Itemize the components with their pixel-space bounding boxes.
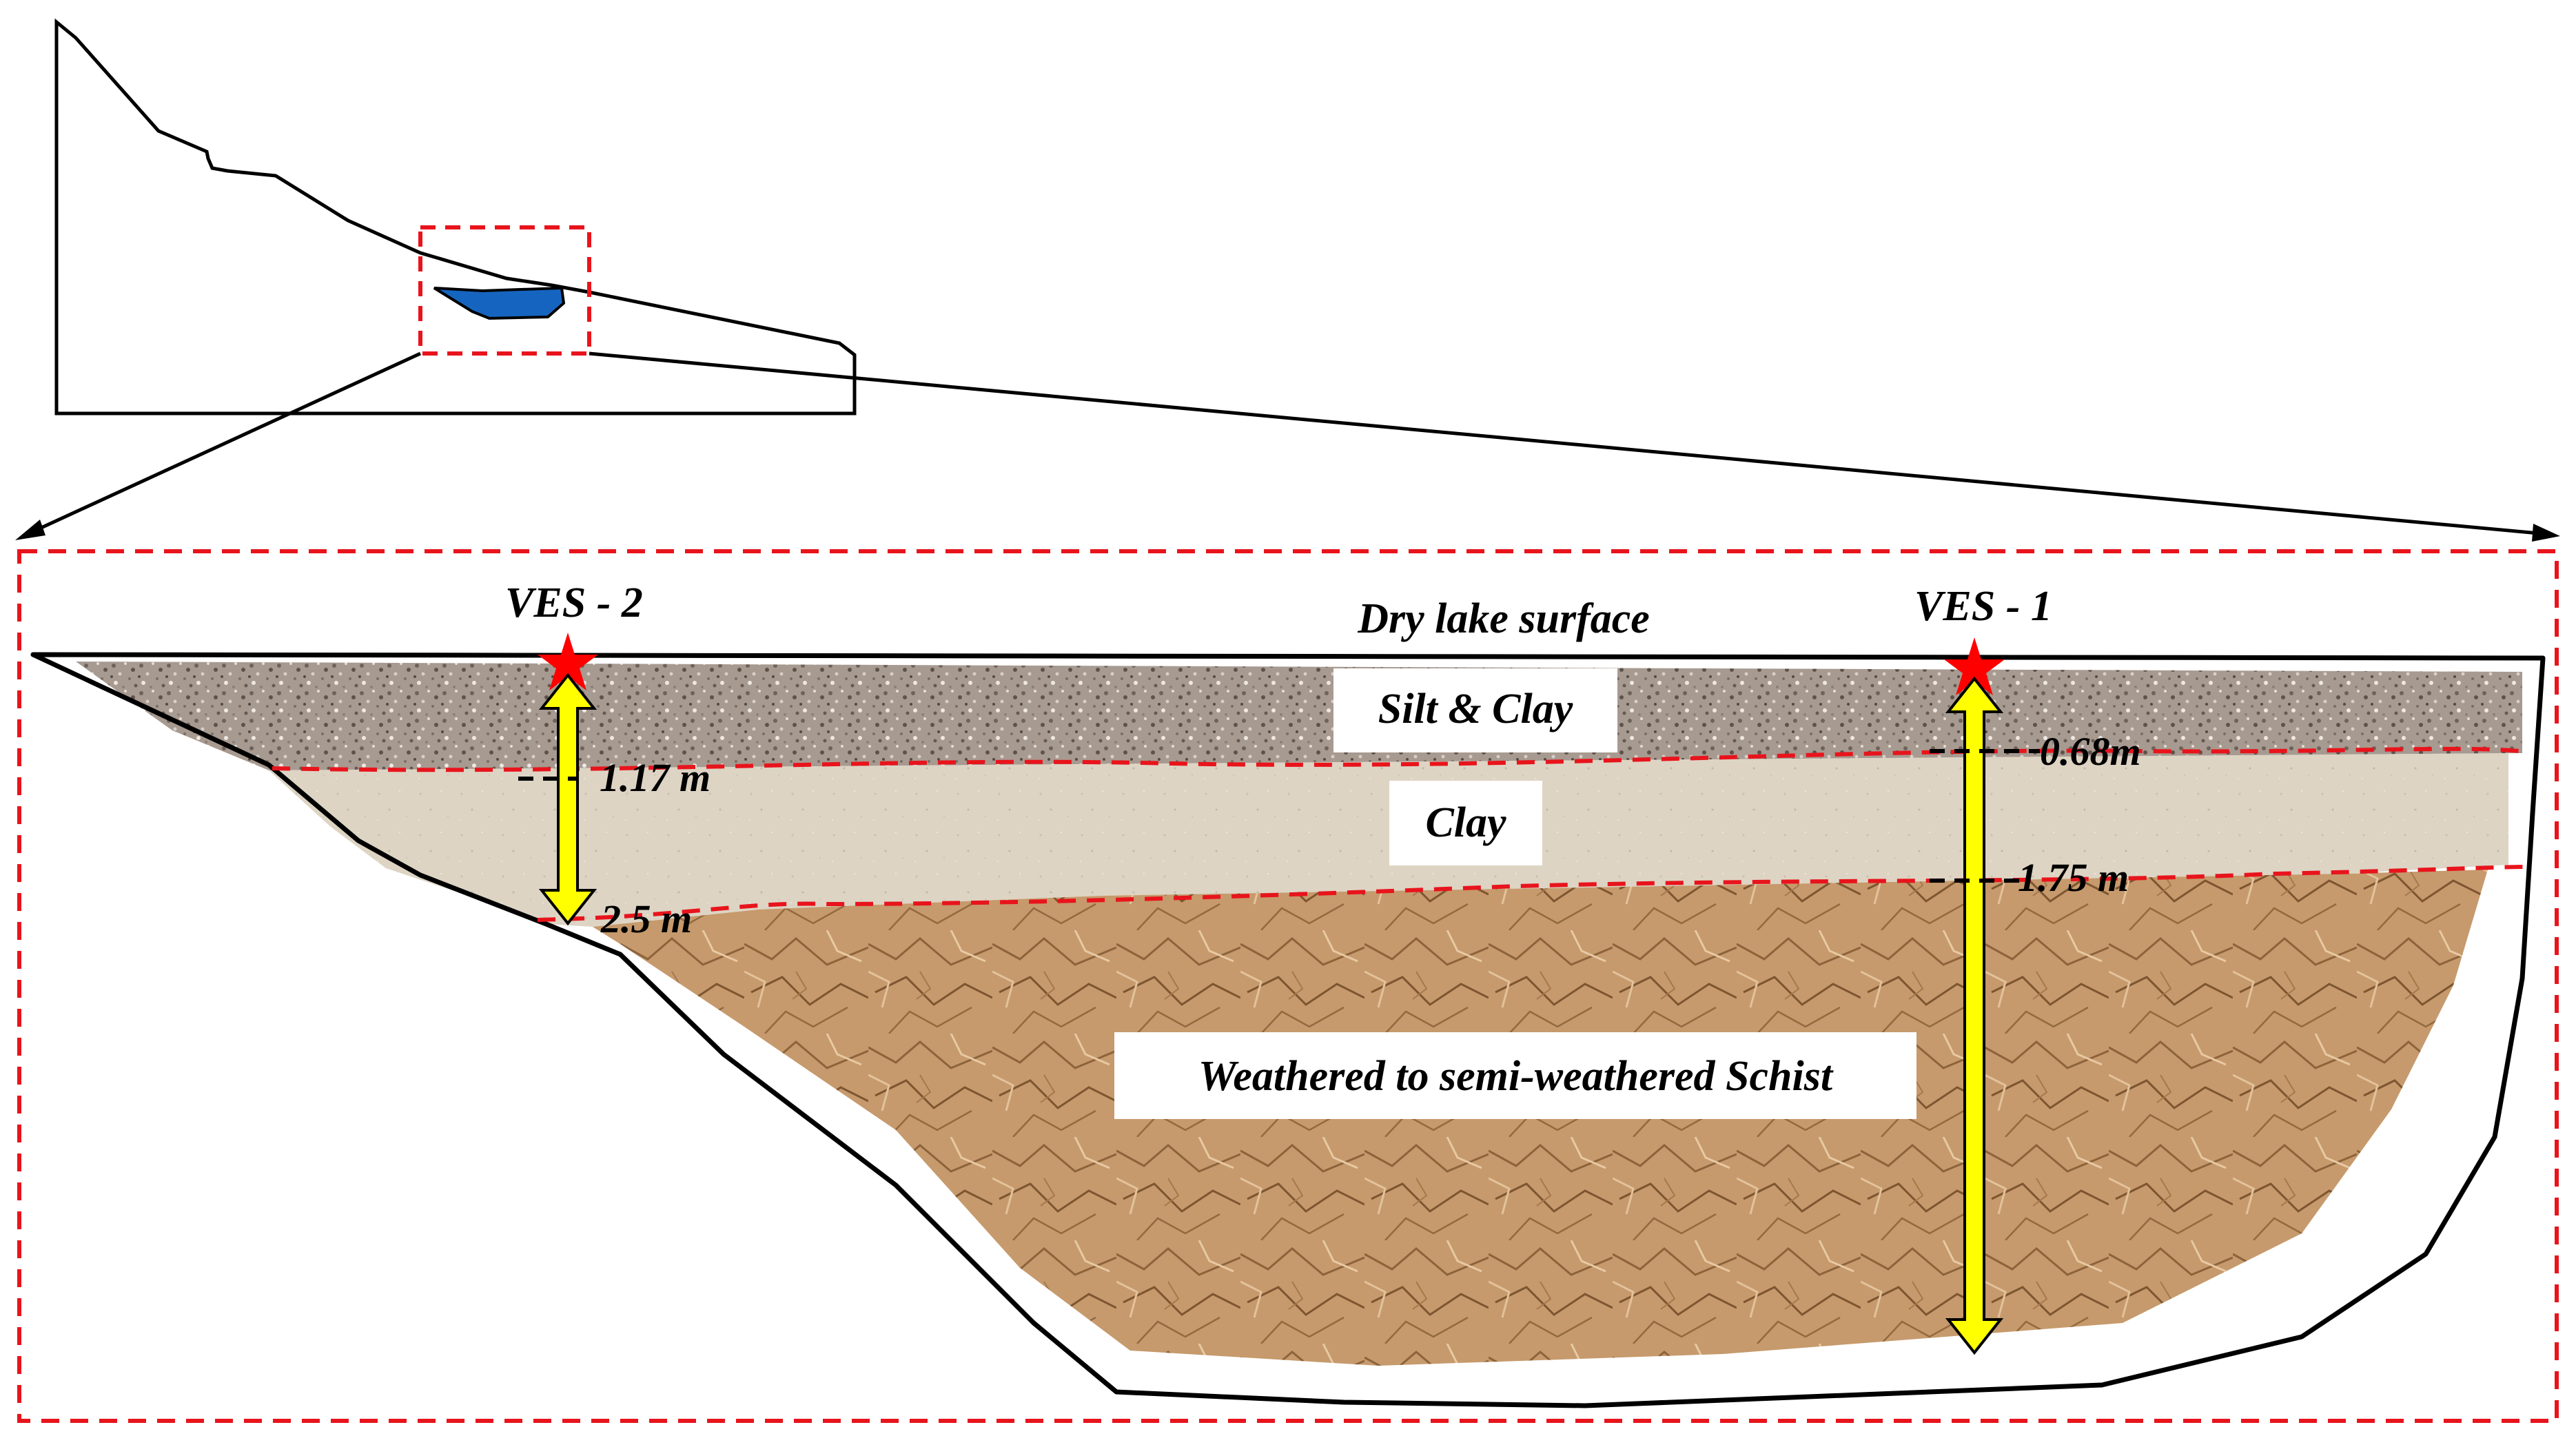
layer-silt-clay <box>76 661 2522 770</box>
boundary-clay-base <box>537 865 2526 922</box>
ves-1-sounding: VES - 1 0.68m 1.75 m <box>1914 583 2141 1355</box>
ves-2-sounding: VES - 2 1.17 m 2.5 m <box>505 579 711 941</box>
boundary-silt-clay-base <box>272 746 2530 772</box>
ves-2-depth-top: 1.17 m <box>600 755 711 800</box>
basin-outline <box>30 652 2546 1408</box>
projection-arrowhead-right <box>2532 524 2560 542</box>
ves-1-depth-arrow-icon <box>1945 676 2004 1355</box>
clay-label: Clay <box>1425 799 1506 846</box>
layer-clay <box>269 753 2508 927</box>
schist-label: Weathered to semi-weathered Schist <box>1198 1053 1834 1100</box>
projection-arrowhead-left <box>15 520 45 540</box>
surface-label: Dry lake surface <box>1357 595 1650 642</box>
ves-1-star-icon <box>1944 637 2005 695</box>
projection-line-right <box>589 351 2547 536</box>
ves-1-depth-bottom: 1.75 m <box>2018 855 2129 900</box>
projection-lines <box>15 351 2560 542</box>
projection-line-left <box>26 351 422 536</box>
cross-section <box>30 652 2546 1408</box>
section-dashed-frame <box>17 549 2559 1423</box>
clay-label-box <box>1389 781 1542 865</box>
ves-2-star-icon <box>538 633 598 690</box>
ves-2-depth-arrow-icon <box>538 673 597 926</box>
overview-lake <box>433 286 566 320</box>
silt-clay-label-box <box>1333 668 1617 752</box>
zoom-box <box>418 225 591 356</box>
overview-inset <box>54 18 857 416</box>
ves-1-depth-top: 0.68m <box>2040 729 2141 774</box>
schist-label-box <box>1114 1032 1916 1119</box>
silt-clay-label: Silt & Clay <box>1378 686 1573 732</box>
overview-hillslope-outline <box>54 18 857 416</box>
ves-1-label: VES - 1 <box>1914 583 2052 630</box>
ves-2-label: VES - 2 <box>505 579 643 626</box>
ves-2-depth-bottom: 2.5 m <box>600 896 692 941</box>
